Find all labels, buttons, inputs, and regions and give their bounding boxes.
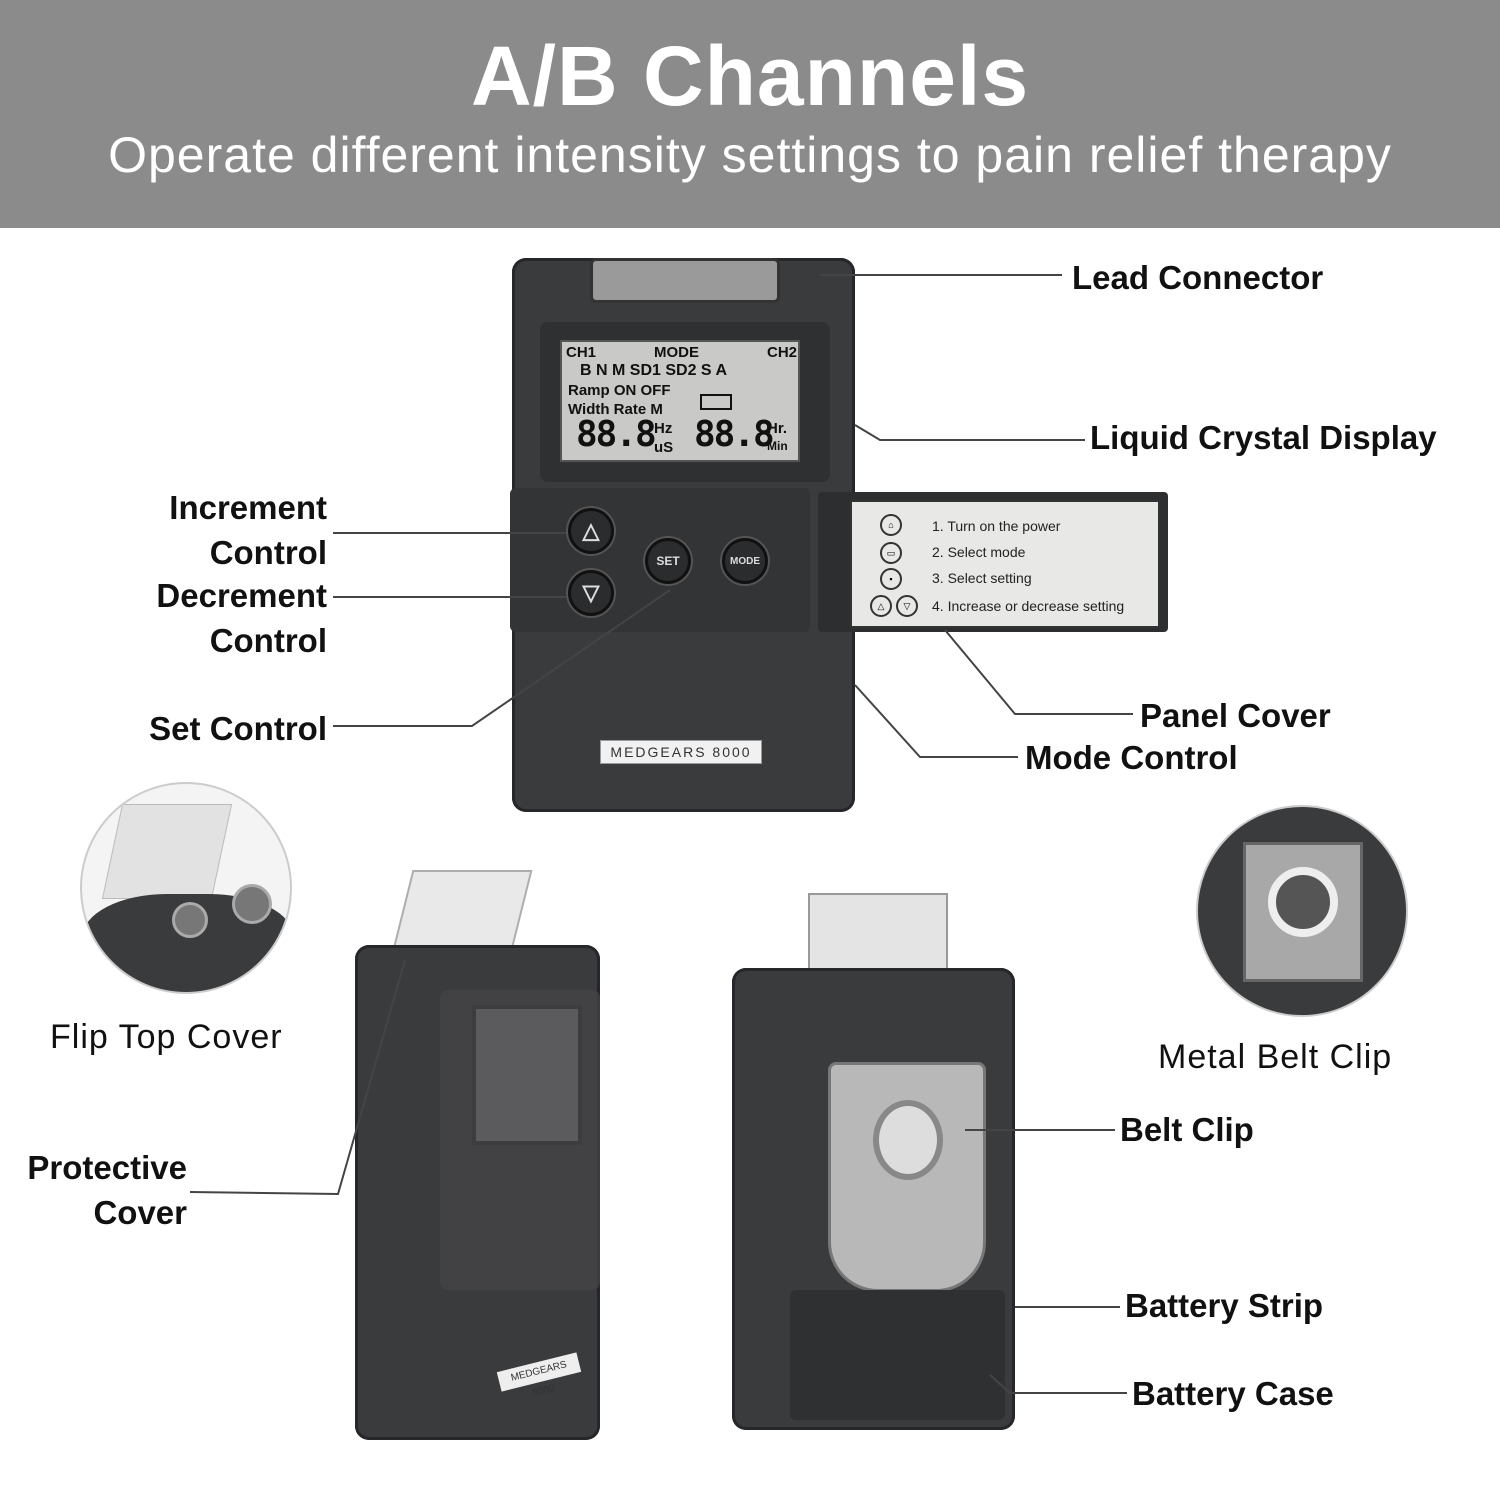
panel-step: 4. Increase or decrease setting (932, 598, 1125, 614)
label-decrement-line2: Control (209, 622, 327, 659)
flip-top-inset (80, 782, 292, 994)
panel-cover: ⌂ 1. Turn on the power ▭ 2. Select mode … (850, 500, 1160, 628)
lcd-digits-right: 88.8 (694, 414, 775, 455)
panel-step: 2. Select mode (932, 544, 1026, 560)
leader-battery-case (989, 1374, 1127, 1394)
header-banner: A/B Channels Operate different intensity… (0, 0, 1500, 228)
brand-label: MEDGEARS 8000 (600, 740, 762, 764)
panel-step: 1. Turn on the power (932, 518, 1061, 534)
label-increment-line1: Increment (169, 489, 327, 526)
lcd-width-rate: Width Rate M (568, 401, 663, 418)
lead-connector (590, 258, 780, 303)
leader-panel-cover (944, 629, 1133, 715)
label-battery-strip: Battery Strip (1125, 1287, 1324, 1324)
liquid-crystal-display: CH1 MODE CH2 B N M SD1 SD2 S A Ramp ON O… (560, 340, 800, 462)
label-set-control: Set Control (149, 710, 327, 747)
label-protective-line2: Cover (93, 1194, 187, 1231)
set-button[interactable]: SET (645, 538, 691, 584)
lcd-modes: B N M SD1 SD2 S A (580, 362, 727, 379)
label-panel-cover: Panel Cover (1140, 697, 1331, 734)
lcd-digits-left: 88.8 (576, 414, 657, 455)
lcd-ch1: CH1 (566, 344, 597, 361)
metal-belt-clip-inset (1196, 805, 1408, 1017)
battery-icon (700, 394, 732, 410)
lcd-unit-min: Min (767, 439, 788, 453)
mode-button[interactable]: MODE (722, 538, 768, 584)
leader-lcd (854, 424, 1085, 441)
label-increment-line2: Control (209, 534, 327, 571)
page-subtitle: Operate different intensity settings to … (108, 127, 1392, 183)
label-metal-belt-clip: Metal Belt Clip (1158, 1038, 1393, 1076)
label-battery-case: Battery Case (1132, 1375, 1334, 1412)
battery-case (790, 1290, 1005, 1420)
leader-mode-control (854, 684, 1018, 758)
increment-button[interactable]: △ (568, 508, 614, 554)
lcd-unit-hr: Hr. (767, 420, 788, 437)
label-flip-top-cover: Flip Top Cover (50, 1018, 283, 1056)
label-decrement-line1: Decrement (156, 577, 327, 614)
lcd-mode: MODE (654, 344, 699, 361)
lcd-ramp: Ramp ON OFF (568, 382, 671, 399)
label-lead-connector: Lead Connector (1072, 259, 1324, 296)
leader-set (333, 589, 671, 727)
lcd-ch2: CH2 (767, 344, 798, 361)
label-lcd: Liquid Crystal Display (1090, 419, 1437, 456)
panel-step: 3. Select setting (932, 570, 1032, 586)
decrement-button[interactable]: ▽ (568, 570, 614, 616)
label-mode-control: Mode Control (1025, 739, 1238, 776)
protective-cover (440, 990, 600, 1290)
label-protective-line1: Protective (27, 1149, 187, 1186)
belt-clip-ring (873, 1100, 943, 1180)
page-title: A/B Channels (470, 29, 1030, 123)
label-belt-clip: Belt Clip (1120, 1111, 1254, 1148)
lcd-unit-hz: Hz (654, 420, 673, 437)
leader-protective-cover (189, 959, 406, 1196)
lcd-unit-us: uS (654, 439, 674, 456)
